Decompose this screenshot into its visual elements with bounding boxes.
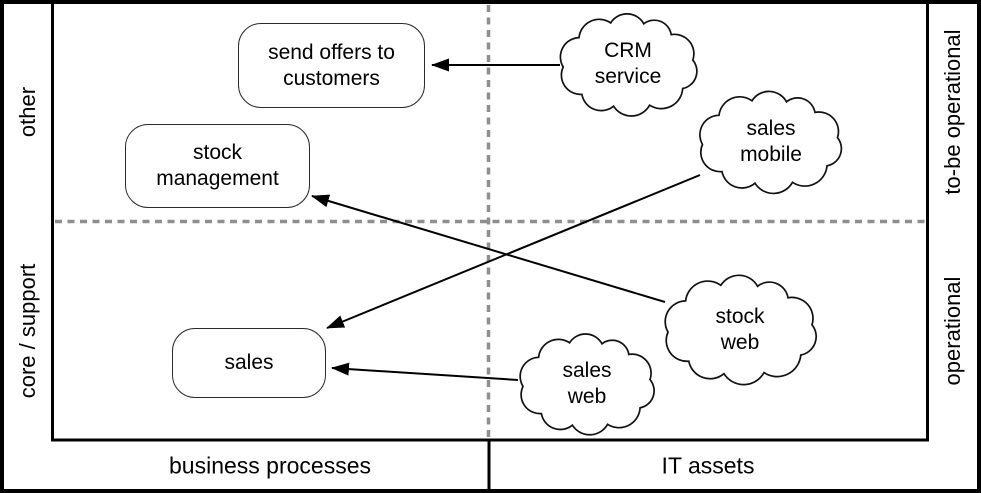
cloud-node-label-line: CRM xyxy=(604,39,652,62)
process-node-label-line: sales xyxy=(224,351,274,374)
cloud-node-label-line: web xyxy=(567,385,607,408)
cloud-node-label-line: web xyxy=(720,331,760,354)
axis-label-core-support: core / support xyxy=(15,263,40,399)
process-node-sales: sales xyxy=(172,328,326,398)
cloud-node-label-stock-web: stock web xyxy=(715,304,764,356)
process-node-label-line: customers xyxy=(283,66,380,90)
cloud-node-label-crm-service: CRM service xyxy=(595,38,662,90)
cloud-node-label-sales-web: sales web xyxy=(562,358,611,410)
cloud-shape-stock-web xyxy=(664,274,817,386)
cloud-node-label-line: sales xyxy=(746,117,796,140)
cloud-node-label-sales-mobile: sales mobile xyxy=(740,116,802,168)
cloud-shapes-group xyxy=(519,13,843,436)
process-node-label-line: send offers to xyxy=(268,40,395,64)
arrow-sales-mobile-to-sales xyxy=(326,174,701,329)
process-node-stock-management: stock management xyxy=(125,124,310,208)
axis-label-it-assets: IT assets xyxy=(661,452,755,479)
axis-label-other: other xyxy=(15,86,40,138)
arrow-sales-web-to-sales xyxy=(331,362,519,381)
axis-label-business-processes: business processes xyxy=(169,452,371,479)
axis-label-to-be-operational: to-be operational xyxy=(940,29,965,195)
process-node-label-line: management xyxy=(156,167,279,190)
cloud-shape-sales-mobile xyxy=(699,90,843,195)
axis-label-operational: operational xyxy=(940,276,965,386)
arrow-stock-web-to-stock-management xyxy=(311,194,666,303)
cloud-node-label-line: service xyxy=(594,65,662,88)
process-node-label-line: stock xyxy=(192,141,242,164)
cloud-shape-sales-web xyxy=(519,333,655,436)
cloud-shape-crm-service xyxy=(559,13,698,117)
cloud-node-label-line: mobile xyxy=(740,143,802,166)
process-node-send-offers-to-customers: send offers to customers xyxy=(238,23,425,108)
cloud-node-label-line: sales xyxy=(562,359,612,382)
cloud-node-label-line: stock xyxy=(715,305,765,328)
